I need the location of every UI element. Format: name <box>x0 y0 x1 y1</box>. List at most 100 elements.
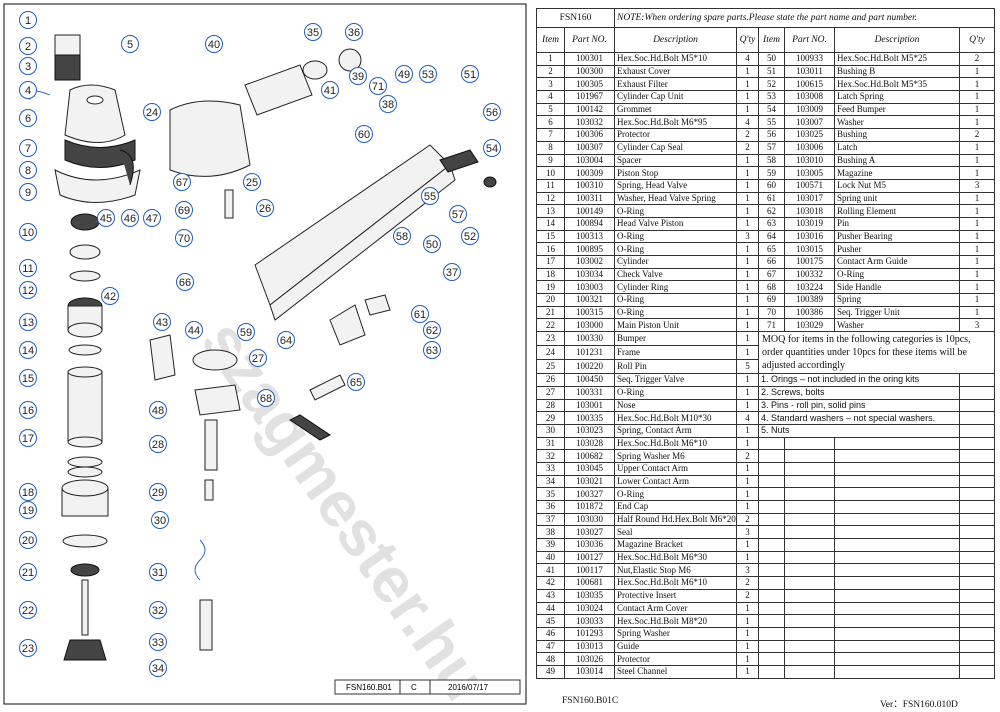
callout-number: 32 <box>152 605 164 617</box>
drawing-number: FSN160.B01 <box>346 683 392 692</box>
callout-number: 10 <box>22 227 34 239</box>
callout-25: 25 <box>243 173 261 191</box>
item-number: 35 <box>536 487 565 501</box>
callout-number: 5 <box>127 39 133 51</box>
item-number: 18 <box>536 267 565 282</box>
part-number: 103017 <box>784 191 835 206</box>
part-description: O-Ring <box>614 229 737 244</box>
callout-62: 62 <box>423 321 441 339</box>
callout-7: 7 <box>19 139 37 157</box>
empty-cell <box>834 563 960 578</box>
callout-22: 22 <box>19 601 37 619</box>
part-number: 103032 <box>564 115 615 130</box>
part-description: Lock Nut M5 <box>834 178 960 193</box>
item-number: 10 <box>536 166 565 180</box>
empty-cell <box>958 436 996 451</box>
item-number: 45 <box>536 614 565 628</box>
part-description: Guide <box>614 639 737 654</box>
callout-number: 9 <box>25 187 31 199</box>
part-number: 101231 <box>564 345 615 361</box>
empty-cell <box>958 474 996 489</box>
part-description: Hex.Soc.Hd.Bolt M6*30 <box>614 550 737 565</box>
callout-38: 38 <box>379 95 397 113</box>
part-description: Hex.Soc.Hd.Bolt M6*10 <box>614 576 737 590</box>
empty-cell <box>958 550 996 565</box>
callout-number: 13 <box>22 317 34 329</box>
callout-number: 43 <box>156 317 168 329</box>
part-description: O-Ring <box>614 242 737 256</box>
part-description: Hex.Soc.Hd.Bolt M5*25 <box>834 52 960 66</box>
part-qty: 1 <box>958 77 996 92</box>
empty-cell <box>834 576 960 590</box>
callout-number: 3 <box>25 61 31 73</box>
callout-32: 32 <box>149 601 167 619</box>
empty-cell <box>958 614 996 628</box>
empty-cell <box>784 576 835 590</box>
part-qty: 1 <box>736 90 759 104</box>
part-number: 100301 <box>564 52 615 66</box>
part-qty: 1 <box>736 331 759 347</box>
part-qty: 1 <box>958 267 996 282</box>
callout-number: 16 <box>22 405 34 417</box>
callout-46: 46 <box>121 209 139 227</box>
empty-cell <box>758 461 785 476</box>
part-number: 100933 <box>784 52 835 66</box>
part-description: Spring unit <box>834 191 960 206</box>
callout-52: 52 <box>461 227 479 245</box>
part-qty: 1 <box>736 255 759 269</box>
callout-number: 23 <box>22 643 34 655</box>
part-description: Grommet <box>614 102 737 117</box>
part-description: Magazine Bracket <box>614 538 737 552</box>
part-number: 103008 <box>784 90 835 104</box>
part-number: 100571 <box>784 178 835 193</box>
part-number: 103003 <box>564 280 615 295</box>
item-number: 1 <box>536 52 565 66</box>
empty-cell <box>958 576 996 590</box>
empty-cell <box>834 664 960 679</box>
callout-number: 52 <box>464 231 476 243</box>
part-description: Magazine <box>834 166 960 180</box>
empty-cell <box>834 652 960 666</box>
drawing-rev: C <box>411 683 417 692</box>
part-description: Steel Channel <box>614 664 737 679</box>
part-description: Roll Pin <box>614 359 737 375</box>
part-number: 100894 <box>564 216 615 231</box>
item-number: 56 <box>758 128 785 142</box>
callout-number: 62 <box>426 325 438 337</box>
item-number: 26 <box>536 373 565 387</box>
empty-cell <box>958 449 996 463</box>
part-description: Contact Arm Cover <box>614 601 737 616</box>
empty-cell <box>834 626 960 641</box>
empty-cell <box>758 436 785 451</box>
callout-number: 53 <box>422 69 434 81</box>
callout-number: 2 <box>25 41 31 53</box>
part-number: 103018 <box>784 204 835 218</box>
empty-cell <box>834 614 960 628</box>
part-number: 103004 <box>564 153 615 168</box>
empty-cell <box>758 614 785 628</box>
callout-number: 65 <box>350 377 362 389</box>
item-number: 24 <box>536 345 565 361</box>
empty-cell <box>784 550 835 565</box>
callout-number: 63 <box>426 345 438 357</box>
callout-number: 60 <box>358 129 370 141</box>
empty-cell <box>958 525 996 540</box>
part-number: 101967 <box>564 90 615 104</box>
callout-number: 66 <box>179 277 191 289</box>
part-description: Protector <box>614 652 737 666</box>
part-qty: 1 <box>958 293 996 307</box>
part-qty: 1 <box>736 293 759 307</box>
part-description: Washer <box>834 318 960 333</box>
part-qty: 1 <box>736 538 759 552</box>
part-qty: 1 <box>958 229 996 244</box>
callout-number: 21 <box>22 567 34 579</box>
